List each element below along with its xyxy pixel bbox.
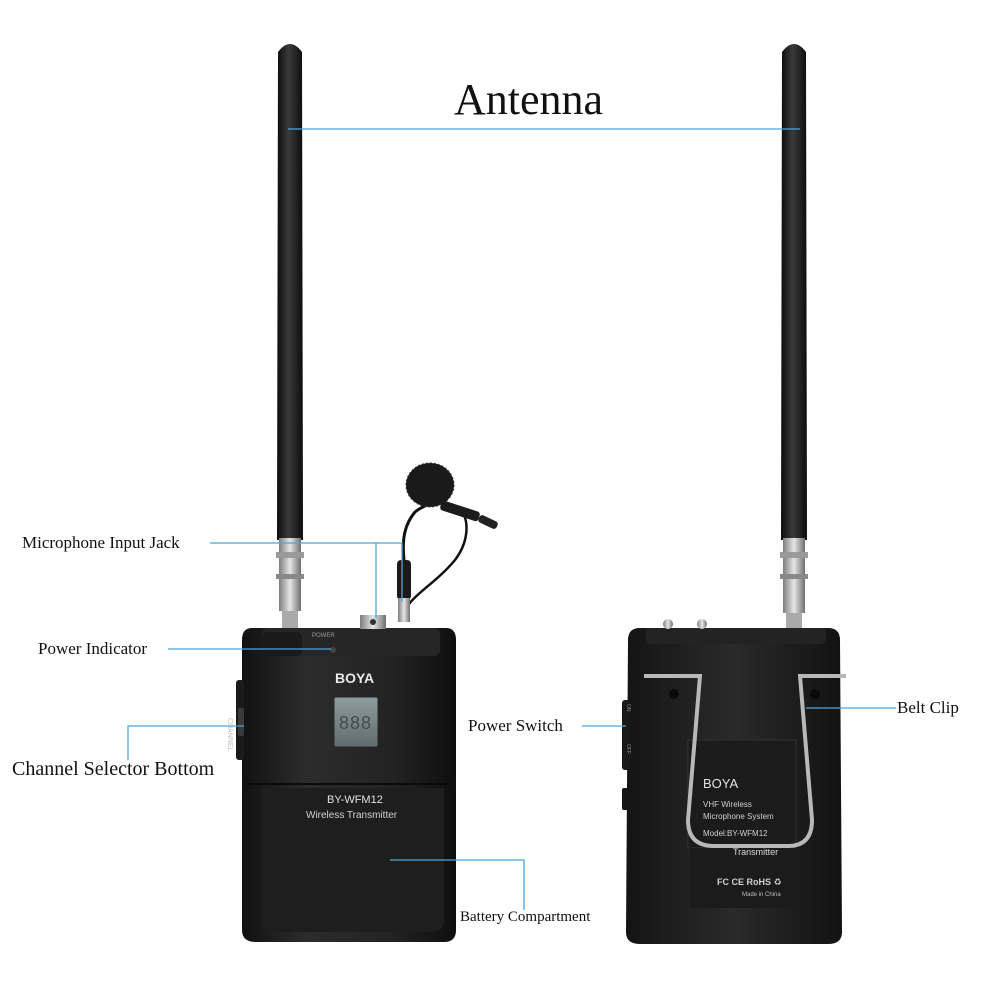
back-model: Model:BY-WFM12	[703, 829, 768, 838]
back-line1: VHF Wireless	[703, 800, 752, 809]
back-cert-marks: FC CE RoHS ♻	[717, 877, 782, 887]
label-power-indicator: Power Indicator	[38, 639, 148, 658]
front-brand: BOYA	[335, 670, 375, 686]
front-side-text: CHANNEL	[226, 718, 233, 752]
back-side-off: OFF	[625, 744, 631, 754]
back-side-on: ON	[625, 704, 631, 712]
battery-leader	[390, 859, 525, 910]
front-subtitle: Wireless Transmitter	[306, 810, 398, 821]
front-display-digits: 888	[339, 713, 373, 733]
right-antenna	[780, 44, 808, 629]
mic-jack-leader	[210, 542, 403, 602]
leader-lines	[127, 128, 896, 910]
back-receiver	[622, 619, 846, 944]
front-top-text: POWER	[312, 633, 335, 639]
label-belt-clip: Belt Clip	[897, 698, 959, 717]
label-battery-compartment: Battery Compartment	[460, 909, 591, 925]
back-line2: Microphone System	[703, 812, 774, 821]
front-transmitter	[236, 615, 456, 942]
label-mic-input-jack: Microphone Input Jack	[22, 533, 180, 552]
front-model: BY-WFM12	[327, 794, 383, 806]
back-transmitter: Transmitter	[733, 847, 779, 857]
label-antenna: Antenna	[454, 75, 604, 124]
channel-selector-leader	[127, 725, 244, 760]
label-power-switch: Power Switch	[468, 716, 563, 735]
label-channel-selector: Channel Selector Bottom	[12, 758, 215, 780]
left-antenna	[276, 44, 304, 629]
back-made-in: Made in China	[742, 892, 781, 898]
back-brand: BOYA	[703, 776, 739, 791]
lavalier-microphone	[397, 462, 498, 622]
